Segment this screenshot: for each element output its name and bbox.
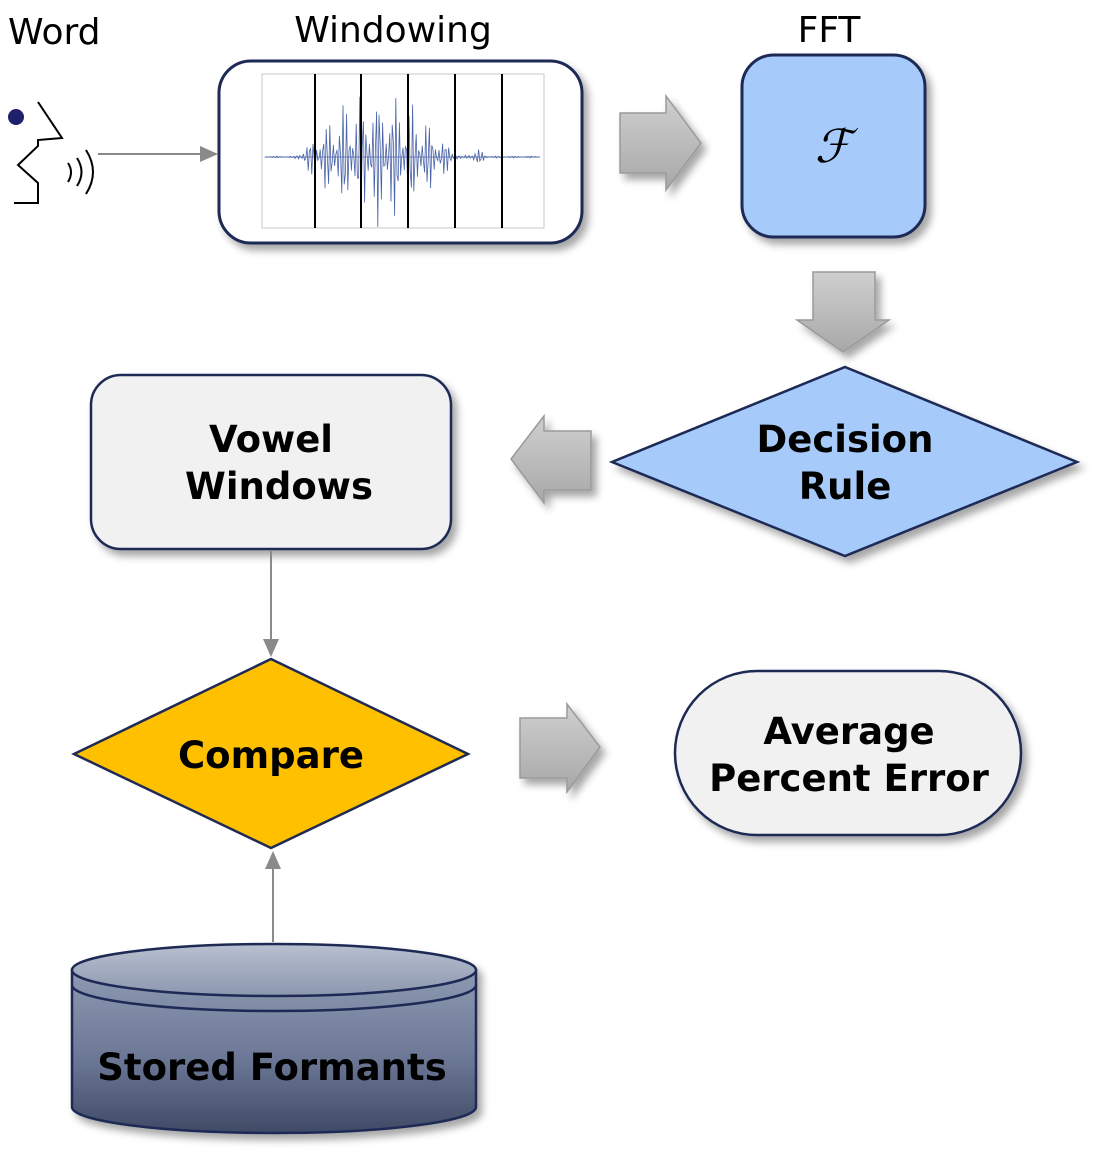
- average-percent-error-node: Average Percent Error: [673, 669, 1023, 837]
- window-dividers: [314, 74, 503, 228]
- word-title: Word: [8, 12, 101, 53]
- compare-node: Compare: [71, 657, 471, 850]
- arrow-compare-to-result: [519, 701, 601, 795]
- fft-box: ℱ: [740, 53, 927, 239]
- stored-formants-database: Stored Formants: [70, 942, 478, 1135]
- result-label-line1: Average: [763, 710, 934, 753]
- decision-rule-label-line2: Rule: [799, 465, 892, 508]
- speaking-head-icon: [8, 101, 94, 204]
- arrow-fft-to-decision: [794, 271, 892, 353]
- arrow-windowing-to-fft: [619, 93, 702, 193]
- decision-rule-node: Decision Rule: [608, 365, 1081, 558]
- vowel-windows-label-line2: Windows: [185, 465, 373, 508]
- vowel-windows-box: Vowel Windows: [89, 373, 453, 551]
- result-label-line2: Percent Error: [709, 757, 990, 800]
- speech-waveform: [264, 96, 540, 228]
- database-label: Stored Formants: [97, 1046, 446, 1089]
- windowing-title: Windowing: [294, 10, 492, 51]
- arrow-decision-to-vowel: [510, 413, 592, 506]
- fft-title: FFT: [798, 10, 862, 51]
- windowing-box: [217, 59, 584, 245]
- decision-rule-label-line1: Decision: [757, 418, 934, 461]
- compare-label: Compare: [178, 734, 364, 777]
- vowel-windows-label-line1: Vowel: [209, 418, 333, 461]
